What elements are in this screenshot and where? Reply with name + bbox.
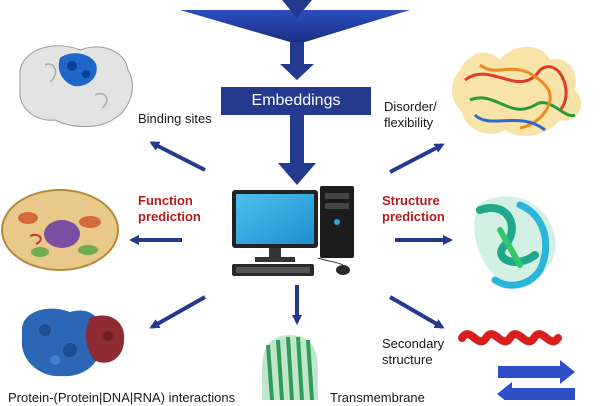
structure-prediction-label: Structure prediction (382, 193, 445, 224)
beta-sheet-icon (497, 360, 575, 400)
input-funnel (180, 0, 410, 42)
arrow-to-secondary (389, 295, 445, 329)
protein-complex-icon (21, 308, 125, 377)
disorder-label: Disorder/ flexibility (384, 99, 437, 130)
alpha-helix-icon (458, 330, 562, 346)
protein-surface-binding-icon (19, 45, 133, 127)
arrow-to-binding-sites (149, 141, 206, 172)
function-prediction-label: Function prediction (138, 193, 201, 224)
transmembrane-label: Transmembrane (330, 390, 425, 405)
binding-sites-label: Binding sites (138, 111, 212, 126)
funnel-down-arrow (280, 42, 314, 80)
arrow-to-disorder (389, 143, 445, 174)
interactions-label: Protein-(Protein|DNA|RNA) interactions (8, 390, 236, 405)
computer-workstation-icon (232, 186, 354, 276)
secondary-structure-label: Secondary structure (382, 336, 445, 367)
beta-barrel-icon (262, 335, 318, 400)
embeddings-box (221, 87, 371, 115)
protein-fold-ribbon-icon (474, 196, 556, 289)
embeddings-down-arrow (278, 115, 316, 185)
arrow-to-complex (149, 295, 206, 329)
disordered-ensemble-icon (452, 46, 582, 136)
eukaryotic-cell-icon (1, 189, 119, 271)
embeddings-label: Embeddings (251, 92, 341, 109)
